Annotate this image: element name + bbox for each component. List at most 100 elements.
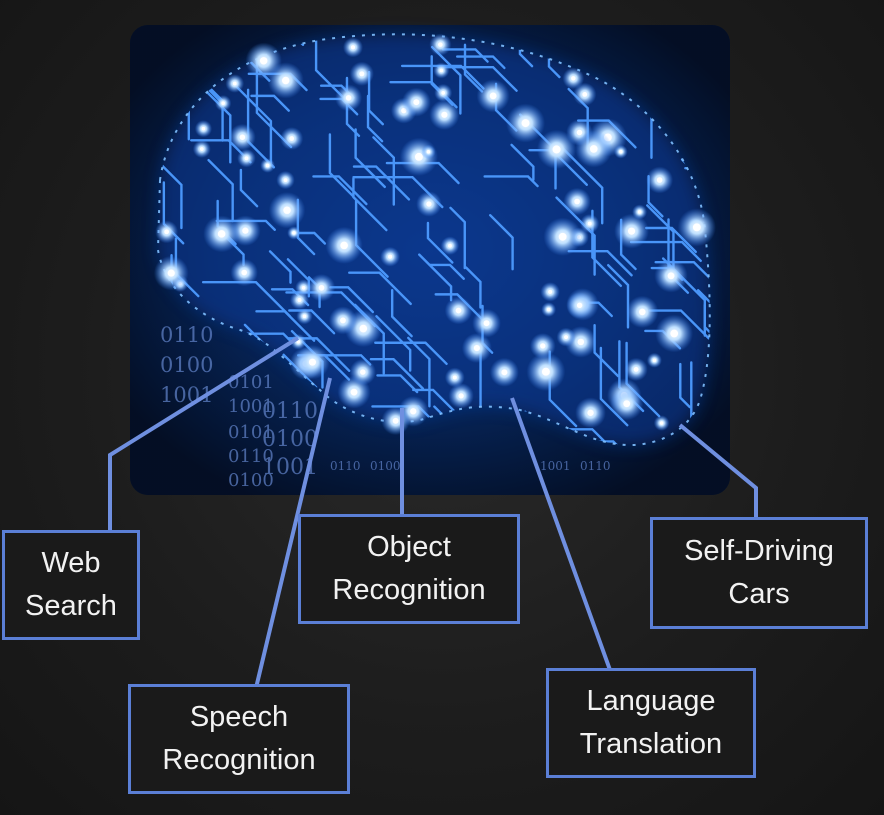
language-translation-line1: Language (586, 684, 716, 717)
circuit-trace (648, 309, 710, 340)
connector-web-search (108, 336, 300, 530)
circuit-node (259, 57, 268, 65)
circuit-trace (629, 240, 702, 262)
circuit-node (589, 145, 598, 153)
circuit-node (217, 230, 226, 238)
circuit-node (283, 206, 291, 214)
circuit-trace (366, 94, 384, 143)
circuit-node (426, 201, 432, 207)
circuit-node (483, 320, 490, 327)
circuit-trace (449, 206, 466, 270)
svg-text:0110: 0110 (262, 399, 318, 424)
circuit-node (318, 284, 325, 291)
circuit-node (540, 343, 546, 349)
circuit-node (623, 400, 631, 408)
circuit-node (302, 314, 307, 319)
circuit-node (455, 307, 462, 314)
circuit-trace (328, 133, 355, 198)
circuit-node (448, 243, 452, 248)
circuit-trace (348, 271, 412, 306)
circuit-trace (206, 91, 232, 164)
circuit-trace (464, 266, 482, 309)
circuit-node (350, 388, 358, 396)
circuit-node (521, 119, 530, 128)
circuit-node (441, 111, 448, 118)
circuit-trace (329, 286, 375, 314)
circuit-node (201, 126, 206, 131)
circuit-trace (376, 374, 419, 394)
connector-self-driving-cars (678, 423, 758, 518)
circuit-node (546, 307, 551, 312)
svg-text:0101: 0101 (228, 372, 274, 393)
circuit-node (541, 367, 550, 376)
svg-text:0110: 0110 (330, 459, 361, 473)
circuit-node (281, 76, 290, 85)
circuit-trace (390, 288, 413, 338)
label-language-translation: Language Translation (546, 668, 756, 778)
circuit-node (283, 178, 288, 182)
connector-speech-recognition (254, 377, 332, 689)
label-web-search: Web Search (2, 530, 140, 640)
circuit-node (167, 269, 175, 277)
circuit-node (410, 408, 417, 415)
label-speech-recognition: Speech Recognition (128, 684, 350, 794)
circuit-node (221, 101, 225, 106)
connector-language-translation (510, 397, 612, 671)
label-self-driving-cars: Self-Driving Cars (650, 517, 868, 629)
circuit-node (340, 317, 346, 324)
circuit-node (692, 223, 701, 232)
circuit-node (242, 227, 249, 234)
web-search-line1: Web (41, 546, 101, 579)
circuit-node (164, 229, 169, 235)
circuit-trace (375, 315, 412, 372)
web-search-line2: Search (25, 590, 117, 622)
binary-digits: 0110 0100 1001 0101 1001 0110 0101 0100 … (160, 323, 611, 491)
circuit-node (199, 147, 204, 151)
circuit-node (619, 149, 623, 154)
circuit-trace (352, 165, 411, 201)
circuit-trace (561, 146, 604, 225)
svg-text:0100: 0100 (370, 459, 401, 473)
svg-text:1001: 1001 (228, 396, 274, 417)
circuit-node (244, 156, 249, 161)
circuit-node (350, 45, 356, 50)
circuit-trace (288, 309, 336, 335)
svg-text:0110: 0110 (160, 323, 213, 347)
circuit-node (489, 92, 497, 100)
svg-text:0110: 0110 (228, 446, 274, 467)
circuit-node (426, 150, 431, 154)
circuit-node (577, 338, 585, 346)
circuit-trace (679, 362, 691, 409)
circuit-node (638, 308, 646, 316)
circuit-node (414, 152, 423, 161)
circuit-trace (250, 94, 290, 112)
circuit-node (289, 136, 295, 141)
circuit-trace (374, 341, 448, 366)
circuit-node (670, 329, 679, 338)
circuit-node (439, 68, 444, 73)
circuit-node (552, 145, 561, 154)
circuit-trace (703, 303, 710, 355)
circuit-trace (489, 214, 514, 271)
circuit-trace (696, 289, 710, 330)
circuit-trace (372, 136, 395, 206)
circuit-node (473, 344, 480, 352)
svg-text:0100: 0100 (228, 470, 274, 491)
connector-lines (108, 336, 758, 689)
circuit-node (458, 393, 464, 399)
circuit-node (241, 269, 248, 276)
circuit-trace (295, 231, 327, 245)
circuit-node (587, 221, 592, 226)
circuit-node (501, 369, 508, 376)
circuit-trace (312, 175, 368, 206)
circuit-trace (437, 66, 518, 92)
circuit-node (292, 231, 296, 235)
object-recognition-line2: Recognition (332, 574, 486, 606)
speech-recognition-line1: Speech (189, 700, 289, 733)
circuit-trace (239, 168, 259, 208)
circuit-trace (567, 249, 633, 277)
circuit-node (656, 177, 663, 183)
circuit-node (297, 298, 302, 302)
circuit-trace (352, 177, 388, 232)
